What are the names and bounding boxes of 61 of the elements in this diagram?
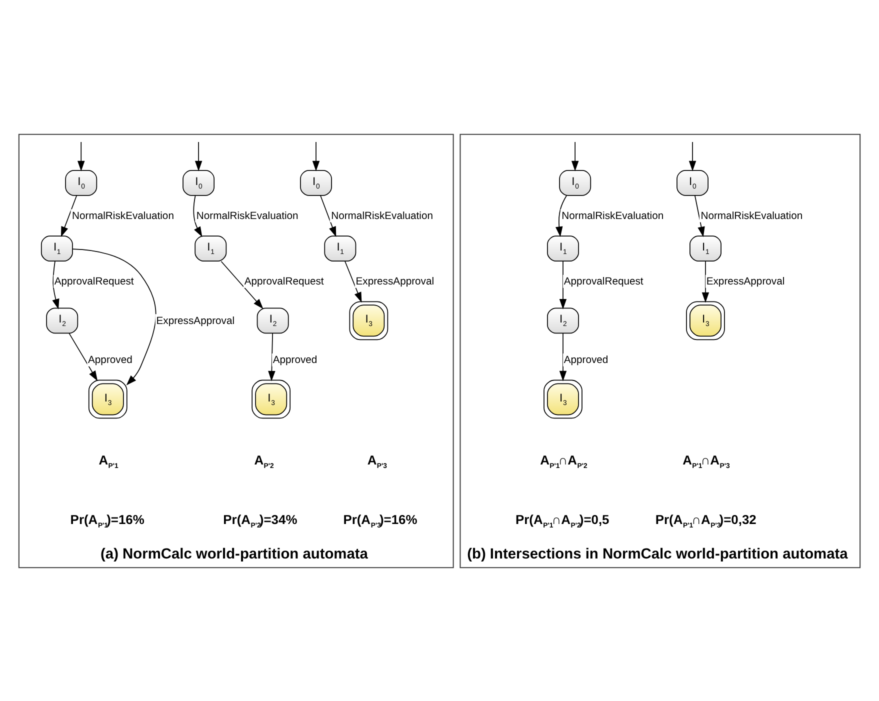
- arrow: [52, 260, 60, 309]
- edge-label: NormalRiskEvaluation: [331, 210, 434, 222]
- label: A$_{P'2}$: [254, 452, 274, 470]
- node-box: I$_{0}$: [182, 169, 215, 196]
- node-box: I$_{2}$: [547, 307, 579, 334]
- edge-label: ApprovalRequest: [564, 276, 644, 287]
- label: A$_{P'3}$: [367, 452, 387, 470]
- edge-label: Approved: [88, 354, 132, 366]
- node-box: I$_{0}$: [300, 169, 332, 196]
- edge-label: Approved: [272, 354, 318, 366]
- node-box: I$_{1}$: [324, 235, 356, 261]
- edge-label: NormalRiskEvaluation: [700, 210, 803, 222]
- arrow: [344, 260, 362, 302]
- arrow: [694, 194, 705, 237]
- arrow: [268, 332, 276, 381]
- arrow: [60, 194, 78, 237]
- edge-label: ExpressApproval: [156, 315, 235, 326]
- node-box: I$_{3}$: [544, 379, 582, 418]
- arrow: [320, 194, 336, 237]
- node-box: I$_{3}$: [686, 300, 725, 340]
- edge-label: NormalRiskEvaluation: [72, 210, 174, 222]
- label: Pr(A$_{P'3}$)=16%: [343, 512, 418, 530]
- edge-label: ApprovalRequest: [244, 276, 324, 287]
- node-box: I$_{1}$: [40, 235, 73, 261]
- edge-label: NormalRiskEvaluation: [196, 210, 298, 222]
- node-box: I$_{3}$: [88, 379, 128, 418]
- label: A$_{P'1}$∩A$_{P'2}$: [540, 452, 588, 470]
- edge-label: ExpressApproval: [706, 276, 785, 287]
- edge-label: NormalRiskEvaluation: [562, 210, 664, 222]
- node-box: I$_{0}$: [65, 169, 98, 196]
- arrow: [556, 194, 567, 236]
- node-box: I$_{0}$: [559, 169, 592, 196]
- edge-label: Approved: [564, 354, 608, 366]
- edge-label: ApprovalRequest: [54, 276, 134, 287]
- arrow: [559, 260, 567, 309]
- label: Pr(A$_{P'1}$)=16%: [70, 512, 144, 530]
- arrow: [559, 332, 567, 381]
- arrow: [193, 194, 202, 237]
- arrow: [571, 141, 579, 171]
- node-box: I$_{2}$: [256, 307, 289, 334]
- arrow: [220, 260, 264, 309]
- node-box: I$_{3}$: [252, 379, 291, 418]
- label: A$_{P'1}$∩A$_{P'3}$: [682, 452, 730, 470]
- label: Pr(A$_{P'2}$)=34%: [223, 512, 298, 530]
- node-box: I$_{0}$: [676, 169, 708, 196]
- label: A$_{P'1}$: [98, 452, 118, 470]
- arrow: [72, 248, 156, 385]
- arrow: [68, 332, 98, 381]
- arrow: [77, 141, 85, 171]
- label: Pr(A$_{P'1}$∩A$_{P'2}$)=0,5: [515, 512, 610, 530]
- node-box: I$_{1}$: [194, 235, 227, 261]
- arrow: [312, 141, 320, 171]
- node-box: I$_{1}$: [547, 235, 579, 261]
- arrow: [194, 141, 202, 171]
- edge-label: ExpressApproval: [356, 276, 434, 287]
- node-box: I$_{2}$: [46, 307, 78, 334]
- arrow: [702, 260, 710, 302]
- node-box: I$_{3}$: [349, 300, 388, 340]
- arrow: [688, 141, 696, 171]
- label: Pr(A$_{P'1}$∩A$_{P'3}$)=0,32: [655, 512, 756, 530]
- node-box: I$_{1}$: [690, 235, 722, 261]
